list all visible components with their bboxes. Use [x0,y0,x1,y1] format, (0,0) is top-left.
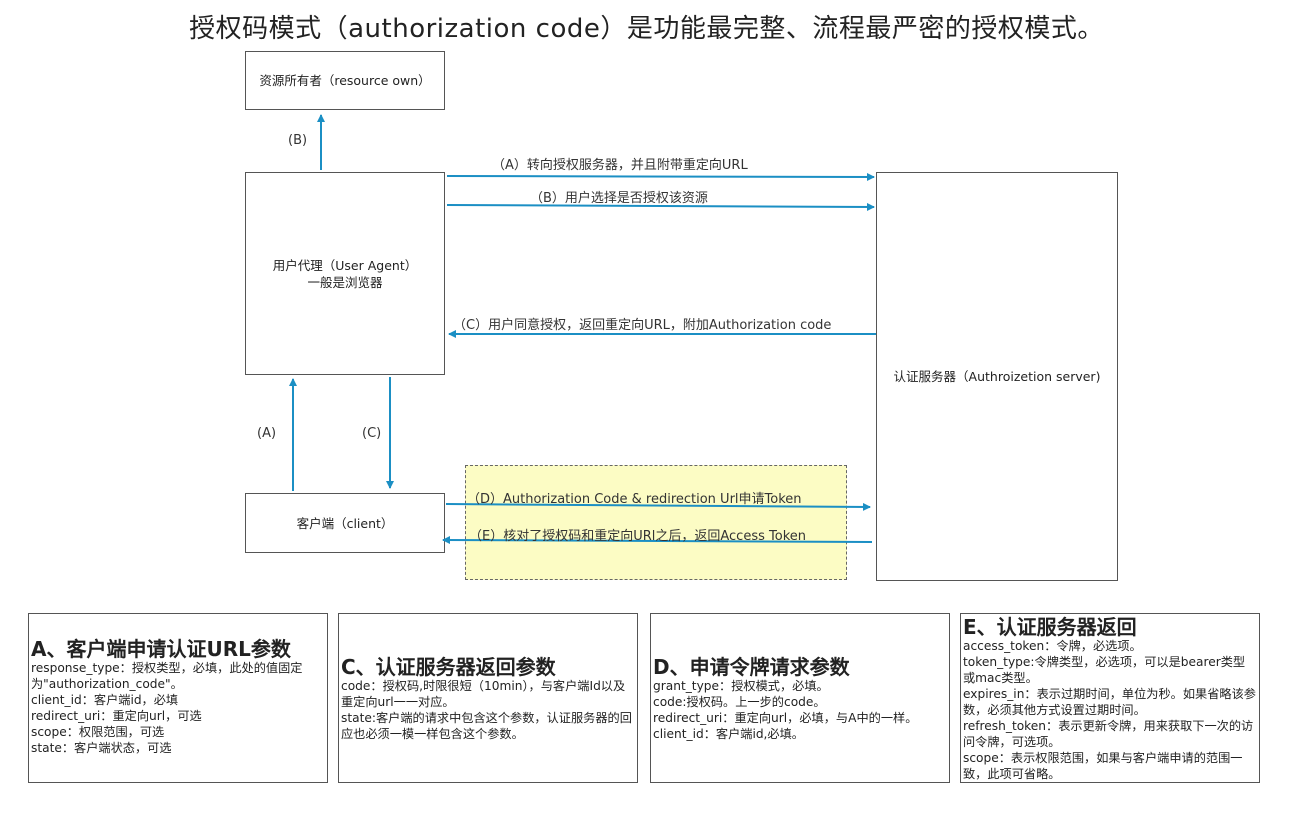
panel-a-line: redirect_uri：重定向url，可选 [31,709,202,723]
user-agent-node: 用户代理（User Agent） 一般是浏览器 [245,172,445,375]
panel-e-line: refresh_token：表示更新令牌，用来获取下一次的访问令牌，可选项。 [963,719,1254,749]
arrow-d-request [445,502,871,511]
panel-e-line: access_token：令牌，必选项。 [963,639,1142,653]
arrow-e-return [442,536,873,545]
client-node: 客户端（client） [245,493,445,553]
auth-server-label: 认证服务器（Authroizetion server) [893,369,1101,384]
user-agent-label: 用户代理（User Agent） [272,257,418,273]
panel-a-heading: A、客户端申请认证URL参数 [31,637,291,661]
panel-e-line: expires_in：表示过期时间，单位为秒。如果省略该参数，必须其他方式设置过… [963,687,1256,717]
panel-a-line: client_id：客户端id，必填 [31,693,179,707]
edge-label-b-up: (B) [288,133,308,148]
edge-label-a-left: (A) [257,426,277,441]
auth-server-node: 认证服务器（Authroizetion server) [876,172,1118,581]
user-agent-sublabel: 一般是浏览器 [307,274,383,290]
panel-d-line: client_id：客户端id,必填。 [653,727,804,741]
panel-a-client-request: A、客户端申请认证URL参数 response_type：授权类型，必填，此处的… [28,613,328,783]
panel-c-server-response: C、认证服务器返回参数 code：授权码,时限很短（10min），与客户端Id以… [338,613,638,783]
panel-e-server-return: E、认证服务器返回 access_token：令牌，必选项。 token_typ… [960,613,1260,783]
panel-a-line: state：客户端状态，可选 [31,741,172,755]
edge-label-b-choose: （B）用户选择是否授权该资源 [530,191,708,206]
panel-a-line: response_type：授权类型，必填，此处的值固定为"authorizat… [31,661,303,691]
panel-c-line: code：授权码,时限很短（10min），与客户端Id以及重定向url一一对应。 [341,679,626,709]
panel-e-line: scope：表示权限范围，如果与客户端申请的范围一致，此项可省略。 [963,751,1243,781]
panel-d-line: grant_type：授权模式，必填。 [653,679,829,693]
edge-label-a-redirect: （A）转向授权服务器，并且附带重定向URL [492,158,748,173]
panel-c-line: state:客户端的请求中包含这个参数，认证服务器的回应也必须一模一样包含这个参… [341,711,632,741]
resource-owner-label: 资源所有者（resource own） [259,73,431,88]
edge-label-e-return: （E）核对了授权码和重定向URl之后，返回Access Token [469,529,806,544]
resource-owner-node: 资源所有者（resource own） [245,51,445,110]
panel-d-line: redirect_uri：重定向url，必填，与A中的一样。 [653,711,918,725]
token-exchange-highlight [465,465,847,580]
edge-label-d-request: （D）Authorization Code & redirection Url申… [467,492,802,507]
panel-e-heading: E、认证服务器返回 [963,615,1137,639]
edge-label-c-down: (C) [362,426,382,441]
arrow-a-redirect [446,172,875,181]
edge-label-c-agree: （C）用户同意授权，返回重定向URL，附加Authorization code [453,318,832,333]
panel-c-heading: C、认证服务器返回参数 [341,655,556,679]
panel-d-token-request: D、申请令牌请求参数 grant_type：授权模式，必填。 code:授权码。… [650,613,950,783]
client-label: 客户端（client） [296,515,394,531]
panel-a-line: scope：权限范围，可选 [31,725,165,739]
panel-d-line: code:授权码。上一步的code。 [653,695,826,709]
page-title: 授权码模式（authorization code）是功能最完整、流程最严密的授权… [189,14,1104,44]
arrow-b-choose [446,202,875,211]
panel-d-heading: D、申请令牌请求参数 [653,655,850,679]
panel-e-line: token_type:令牌类型，必选项，可以是bearer类型或mac类型。 [963,655,1246,685]
